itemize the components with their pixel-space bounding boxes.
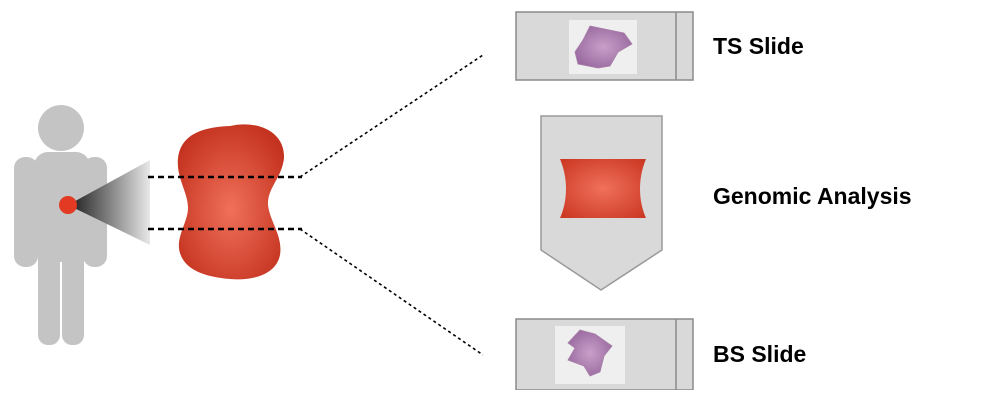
tumor-section bbox=[560, 159, 646, 218]
biopsy-cone bbox=[68, 160, 150, 245]
ts-slide-label: TS Slide bbox=[713, 33, 804, 59]
bs-slide bbox=[515, 318, 694, 391]
person-icon bbox=[14, 105, 107, 345]
section-lines bbox=[148, 175, 302, 231]
genomic-analysis-label: Genomic Analysis bbox=[713, 183, 912, 209]
projection-lines bbox=[299, 54, 484, 356]
ts-slide bbox=[515, 11, 694, 81]
genomic-analysis-arrow bbox=[540, 115, 663, 291]
bs-slide-label: BS Slide bbox=[713, 341, 807, 367]
tumor-specimen bbox=[177, 124, 285, 280]
tissue-sample bbox=[574, 25, 633, 69]
tissue-sample bbox=[567, 329, 613, 377]
tumor-dot bbox=[59, 196, 77, 214]
